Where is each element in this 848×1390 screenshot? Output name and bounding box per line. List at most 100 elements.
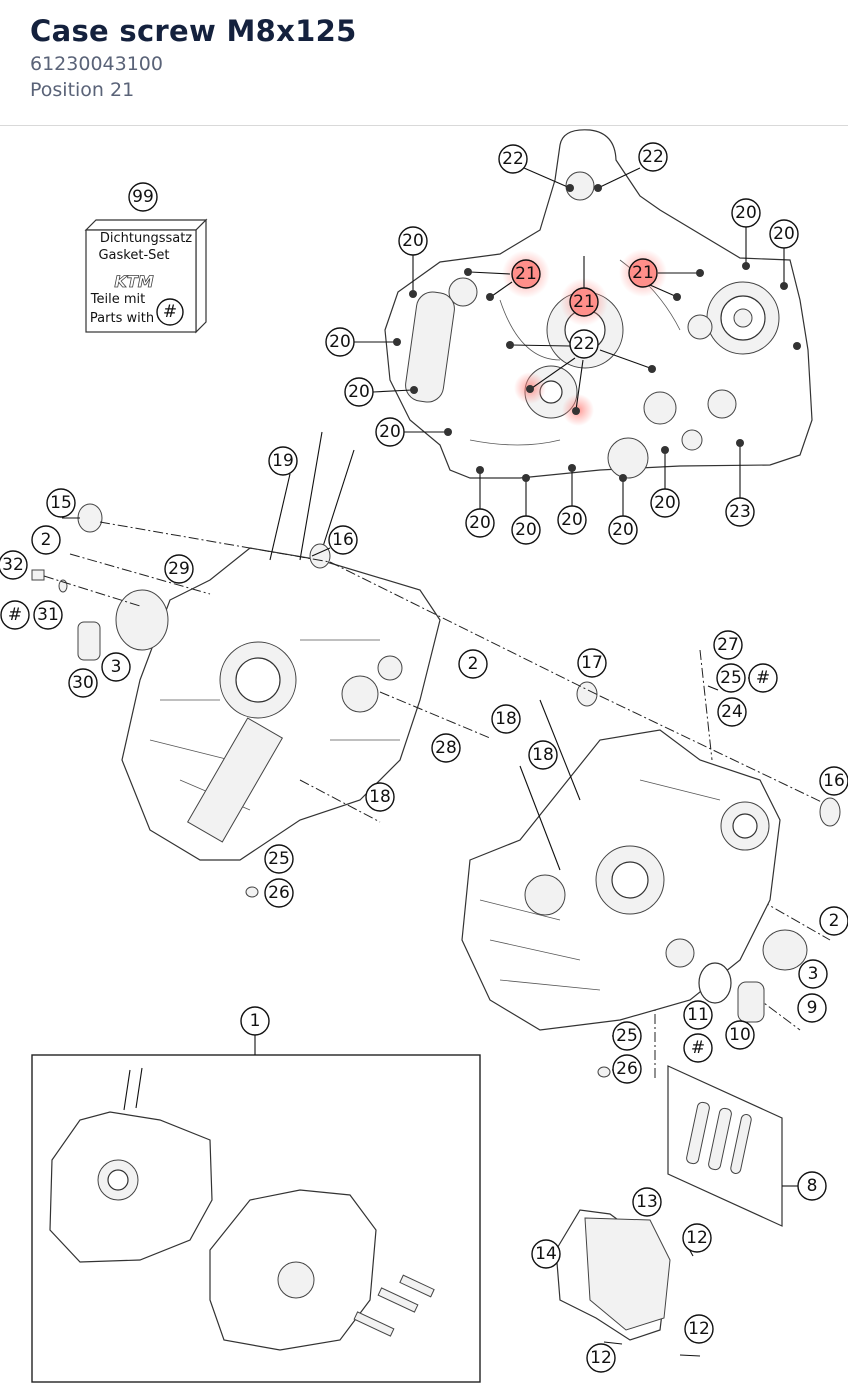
callout-18[interactable]: 18	[528, 740, 558, 770]
callout-25[interactable]: 25	[716, 663, 746, 693]
callout-20[interactable]: 20	[650, 488, 680, 518]
svg-text:20: 20	[561, 510, 583, 530]
callout-20[interactable]: 20	[398, 226, 428, 256]
svg-text:20: 20	[612, 520, 634, 540]
svg-text:8: 8	[807, 1176, 818, 1196]
callout-20[interactable]: 20	[375, 417, 405, 447]
svg-text:20: 20	[515, 520, 537, 540]
part-number: 61230043100	[30, 53, 163, 75]
callout-22[interactable]: 22	[638, 142, 668, 172]
callout-20[interactable]: 20	[325, 327, 355, 357]
callout-22[interactable]: 22	[569, 329, 599, 359]
callout-28[interactable]: 28	[431, 733, 461, 763]
callout-15[interactable]: 15	[46, 488, 76, 518]
svg-text:20: 20	[348, 382, 370, 402]
callout-32[interactable]: 32	[0, 550, 28, 580]
callout-2[interactable]: 2	[31, 525, 61, 555]
callout-26[interactable]: 26	[264, 878, 294, 908]
callout-27[interactable]: 27	[713, 630, 743, 660]
cover-assembly	[555, 1209, 701, 1357]
svg-text:20: 20	[735, 203, 757, 223]
svg-text:18: 18	[532, 745, 554, 765]
svg-text:20: 20	[329, 332, 351, 352]
part-header: Case screw M8x125 61230043100 Position 2…	[0, 0, 848, 126]
svg-text:26: 26	[268, 883, 290, 903]
callout-10[interactable]: 10	[725, 1020, 755, 1050]
gasket-line2: Gasket-Set	[98, 248, 169, 263]
callout-21-highlighted[interactable]: 21	[511, 259, 541, 289]
callout-22[interactable]: 22	[498, 144, 528, 174]
callout-21-highlighted[interactable]: 21	[628, 258, 658, 288]
callout-20[interactable]: 20	[344, 377, 374, 407]
callout-14[interactable]: 14	[531, 1239, 561, 1269]
small-parts-left	[31, 503, 598, 898]
callout-13[interactable]: 13	[632, 1187, 662, 1217]
callout-26[interactable]: 26	[612, 1054, 642, 1084]
svg-text:22: 22	[642, 147, 664, 167]
callout-18[interactable]: 18	[491, 704, 521, 734]
svg-text:21: 21	[573, 292, 595, 312]
svg-text:29: 29	[168, 559, 190, 579]
svg-text:20: 20	[469, 513, 491, 533]
callout-3[interactable]: 3	[798, 959, 828, 989]
callout-29[interactable]: 29	[164, 554, 194, 584]
callout-8[interactable]: 8	[797, 1171, 827, 1201]
svg-text:11: 11	[687, 1005, 709, 1025]
callout-20[interactable]: 20	[465, 508, 495, 538]
callout-25[interactable]: 25	[612, 1021, 642, 1051]
callout-12[interactable]: 12	[586, 1343, 616, 1373]
callout-1[interactable]: 1	[240, 1006, 270, 1036]
callout-20[interactable]: 20	[769, 219, 799, 249]
callout-20[interactable]: 20	[511, 515, 541, 545]
callout-16[interactable]: 16	[819, 766, 848, 796]
svg-text:25: 25	[720, 668, 742, 688]
callout-19[interactable]: 19	[268, 446, 298, 476]
dash-axes	[43, 521, 831, 1080]
position-label: Position 21	[30, 79, 135, 101]
callout-hash[interactable]: #	[683, 1033, 713, 1063]
callout-hash[interactable]: #	[748, 663, 778, 693]
gasket-line4: Parts with	[90, 311, 154, 326]
callout-hash[interactable]: #	[0, 600, 30, 630]
callout-25[interactable]: 25	[264, 844, 294, 874]
svg-text:3: 3	[111, 657, 122, 677]
callout-20[interactable]: 20	[608, 515, 638, 545]
oil-filter-panel	[667, 1065, 798, 1227]
callout-16[interactable]: 16	[328, 525, 358, 555]
callout-21-highlighted[interactable]: 21	[569, 287, 599, 317]
page-title: Case screw M8x125	[30, 14, 357, 48]
svg-text:2: 2	[829, 911, 840, 931]
callout-99[interactable]: 99	[128, 182, 158, 212]
callout-20[interactable]: 20	[557, 505, 587, 535]
callout-17[interactable]: 17	[577, 648, 607, 678]
svg-text:10: 10	[729, 1025, 751, 1045]
svg-text:28: 28	[435, 738, 457, 758]
callout-24[interactable]: 24	[717, 697, 747, 727]
callout-2[interactable]: 2	[819, 906, 848, 936]
svg-text:99: 99	[132, 187, 154, 207]
svg-text:30: 30	[72, 673, 94, 693]
svg-text:17: 17	[581, 653, 603, 673]
svg-text:22: 22	[573, 334, 595, 354]
callout-20[interactable]: 20	[731, 198, 761, 228]
callout-23[interactable]: 23	[725, 497, 755, 527]
svg-text:20: 20	[379, 422, 401, 442]
callout-9[interactable]: 9	[797, 993, 827, 1023]
svg-text:1: 1	[250, 1011, 261, 1031]
callout-2[interactable]: 2	[458, 649, 488, 679]
callout-11[interactable]: 11	[683, 1000, 713, 1030]
crankcase-half-left	[121, 431, 441, 861]
svg-text:31: 31	[37, 605, 59, 625]
callout-12[interactable]: 12	[682, 1223, 712, 1253]
svg-text:16: 16	[823, 771, 845, 791]
svg-text:20: 20	[773, 224, 795, 244]
callout-31[interactable]: 31	[33, 600, 63, 630]
callout-3[interactable]: 3	[101, 652, 131, 682]
svg-text:20: 20	[654, 493, 676, 513]
callout-12[interactable]: 12	[684, 1314, 714, 1344]
callout-30[interactable]: 30	[68, 668, 98, 698]
crankcase-half-right	[461, 699, 841, 1078]
bolt-markers-top	[393, 184, 801, 482]
callout-18[interactable]: 18	[365, 782, 395, 812]
